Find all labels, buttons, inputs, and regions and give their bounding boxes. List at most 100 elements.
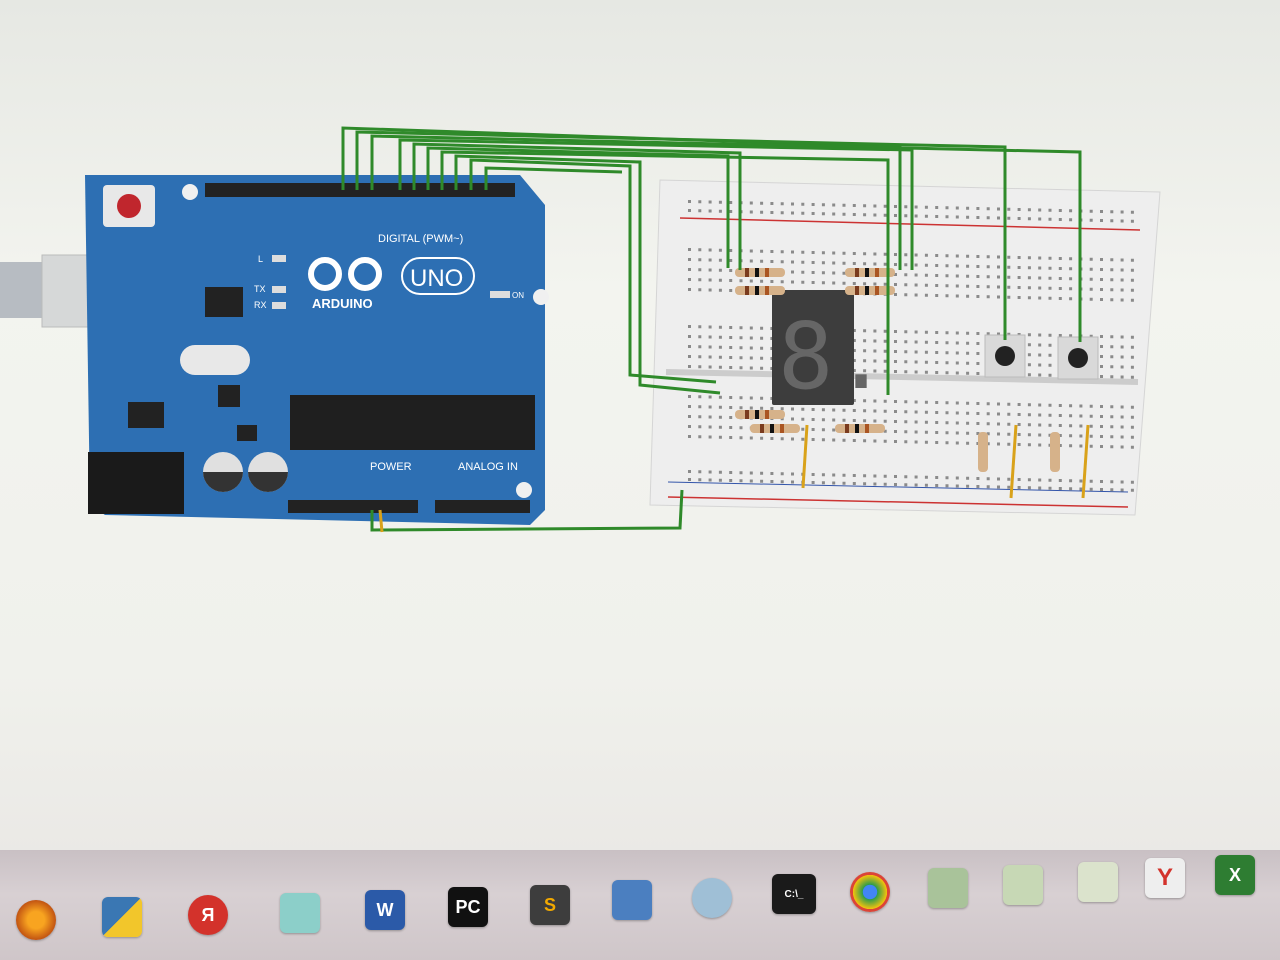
breadboard-hole [1100,435,1103,438]
breadboard-hole [894,400,897,403]
breadboard-hole [688,395,691,398]
breadboard-hole [863,252,867,256]
breadboard-hole [1120,488,1124,492]
breadboard-hole [1069,479,1073,483]
breadboard-hole [863,359,867,363]
breadboard-hole [1130,415,1134,419]
push-button-1[interactable] [984,334,1026,378]
breadboard-hole [1100,210,1103,213]
breadboard-hole [1007,265,1011,269]
breadboard-hole [770,437,774,440]
breadboard-hole [1058,287,1062,290]
breadboard-hole [1017,403,1021,406]
breadboard-hole [770,472,774,475]
arduino-uno-board[interactable]: ARDUINO UNO DIGITAL (PWM~) L TX RX ON PO… [85,175,549,525]
resistor[interactable] [735,268,785,277]
breadboard-hole [873,282,877,286]
resistor[interactable] [1050,432,1060,472]
breadboard-hole [811,271,815,274]
breadboard-hole [863,409,867,413]
breadboard-hole [904,205,908,209]
resistor[interactable] [735,410,785,419]
wire[interactable] [801,424,809,489]
breadboard-hole [873,474,877,478]
wire-gnd[interactable] [378,509,384,533]
word-icon[interactable]: W [365,890,405,930]
app-icon-2[interactable] [1003,865,1043,905]
wire[interactable] [469,158,717,384]
breadboard-hole [883,399,887,403]
breadboard-hole [811,473,815,476]
breadboard-hole [986,275,990,279]
breadboard-hole [688,478,691,481]
wire[interactable] [398,138,914,270]
breadboard-hole [729,406,733,409]
breadboard-hole [842,408,846,412]
yandex-icon[interactable]: Y [1145,858,1185,898]
breadboard-hole [904,214,908,218]
breadboard-hole [863,439,867,443]
breadboard-hole [986,332,990,336]
wire[interactable] [484,166,623,190]
breadboard-hole [1048,373,1052,377]
breadboard-hole [1038,266,1042,270]
resistor[interactable] [750,424,800,433]
seven-segment-display[interactable]: 8. [772,290,889,410]
resistor[interactable] [978,432,988,472]
wire[interactable] [1009,424,1018,499]
pycharm-icon[interactable]: PC [448,887,488,927]
resistor[interactable] [735,286,785,295]
virtualbox-icon[interactable] [612,880,652,920]
resistor[interactable] [835,424,885,433]
breadboard-hole [1048,486,1052,490]
breadboard-hole [1038,423,1042,427]
sublime-icon[interactable]: S [530,885,570,925]
breadboard-hole [997,442,1000,446]
mount-hole [182,184,198,200]
breadboard-hole [739,426,743,430]
push-button-2[interactable] [1057,336,1099,380]
wire[interactable] [370,134,1082,342]
breadboard-hole [729,416,733,419]
breadboard-hole [1100,335,1103,338]
breadboard-hole [698,200,702,204]
breadboard-hole [914,330,918,334]
python-icon[interactable] [102,897,142,937]
power-rail-line [679,217,1141,231]
breadboard-hole [883,409,887,413]
breadboard-hole [883,369,887,373]
breadboard-hole [945,331,949,335]
breadboard-hole [955,264,959,268]
wire[interactable] [412,142,742,270]
breadboard-hole [1110,480,1114,484]
firefox-icon[interactable] [16,900,56,940]
breadboard-hole [1079,434,1083,438]
breadboard-hole [708,365,712,369]
wire[interactable] [440,150,890,395]
paint-icon[interactable] [692,878,732,918]
chrome-icon[interactable] [850,872,890,912]
excel-icon[interactable]: X [1215,855,1255,895]
wire[interactable] [355,130,1007,340]
breadboard-hole [739,366,743,370]
notepad-icon[interactable] [280,893,320,933]
breadboard-hole [914,214,918,218]
yandex-browser-icon[interactable]: Я [188,895,228,935]
cmd-icon[interactable]: C:\_ [772,874,816,914]
breadboard-hole [1007,432,1011,436]
breadboard-hole [698,335,702,339]
wire[interactable] [454,154,721,395]
breadboard-hole [791,260,794,264]
wire[interactable] [426,146,730,268]
reset-button-cap[interactable] [117,194,141,218]
breadboard-hole [729,346,733,349]
arduino-logo-text: ARDUINO [312,296,373,311]
breadboard-hole [1027,353,1031,357]
wire[interactable] [1081,424,1090,499]
power-jack[interactable] [88,452,184,514]
breadboard-hole [945,294,949,298]
app-icon-1[interactable] [928,868,968,908]
breadboard-hole [914,283,918,287]
app-icon-3[interactable] [1078,862,1118,902]
wire-5v[interactable] [370,489,684,532]
